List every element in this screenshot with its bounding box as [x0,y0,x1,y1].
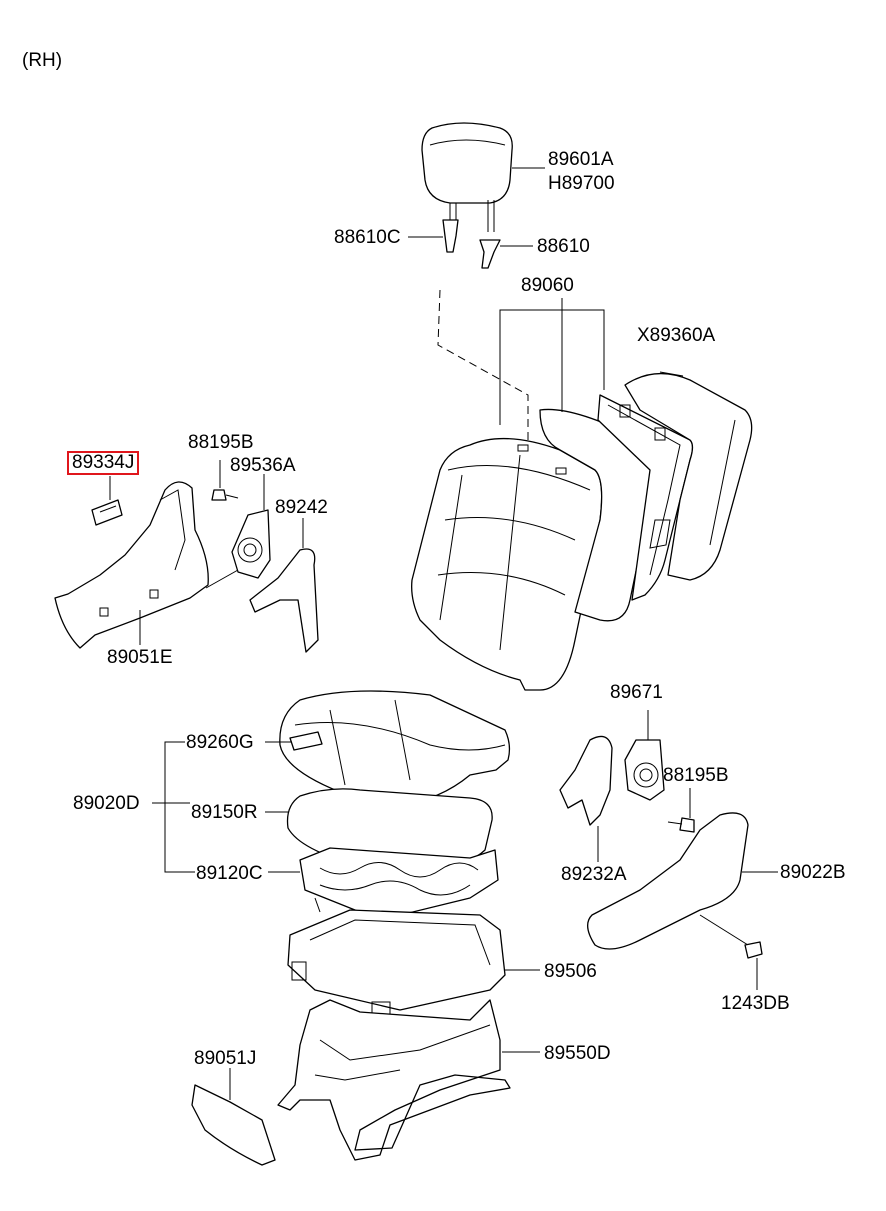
track-drawing [277,999,540,1161]
cushion-frame-drawing [299,847,499,946]
part-label-track[interactable]: 89550D [544,1043,611,1064]
bolt-left-drawing [211,460,239,501]
lever-right-drawing [559,735,613,862]
part-label-shield-front[interactable]: 89051J [194,1048,257,1069]
bolt-right-drawing [667,788,695,833]
part-label-bolt-left[interactable]: 88195B [188,432,254,453]
headrest-drawing [421,122,545,232]
part-label-back-assy[interactable]: 89060 [521,275,574,296]
part-label-recliner-left[interactable]: 89536A [230,455,296,476]
part-label-screw[interactable]: 1243DB [721,993,790,1014]
part-label-lever-cover[interactable]: 89242 [275,497,328,518]
front-shield-drawing [191,1068,276,1166]
seat-back-board-drawing [624,371,753,581]
part-label-shield-left[interactable]: 89051E [107,647,173,668]
part-label-tray[interactable]: 89506 [544,961,597,982]
part-label-recliner-right[interactable]: 89671 [610,682,663,703]
part-label-cushion-frame[interactable]: 89120C [196,863,263,884]
part-label-guide-left[interactable]: 88610C [334,227,401,248]
cushion-assy-bracket [152,741,300,873]
selected-part-drawing [91,476,123,526]
part-label-cushion-pad[interactable]: 89150R [191,802,258,823]
side-shield-left-drawing [54,481,209,649]
side-label: (RH) [22,50,63,71]
part-label-lever-right[interactable]: 89232A [561,864,627,885]
recliner-right-drawing [624,710,665,801]
recliner-left-drawing [205,474,271,589]
part-label-guide-right[interactable]: 88610 [537,236,590,257]
part-label-cushion-assy[interactable]: 89020D [73,793,140,814]
screw-drawing [744,941,763,990]
part-label-shield-right[interactable]: 89022B [780,862,846,883]
selected-part-label[interactable]: 89334J [67,451,140,475]
tray-drawing [287,909,540,1023]
part-label-headrest-line2[interactable]: H89700 [548,173,615,194]
part-label-bolt-right[interactable]: 88195B [663,765,729,786]
back-assy-bracket [499,298,605,425]
seat-back-covering-drawing [411,437,603,691]
lever-cover-drawing [249,518,319,653]
part-label-headrest-line1[interactable]: 89601A [548,149,614,170]
cushion-covering-drawing [279,690,511,806]
side-shield-right-drawing [587,812,778,950]
part-label-back-frame[interactable]: X89360A [637,325,716,346]
part-label-cushion-covering[interactable]: 89260G [186,732,254,753]
guide-drawing [408,219,533,440]
